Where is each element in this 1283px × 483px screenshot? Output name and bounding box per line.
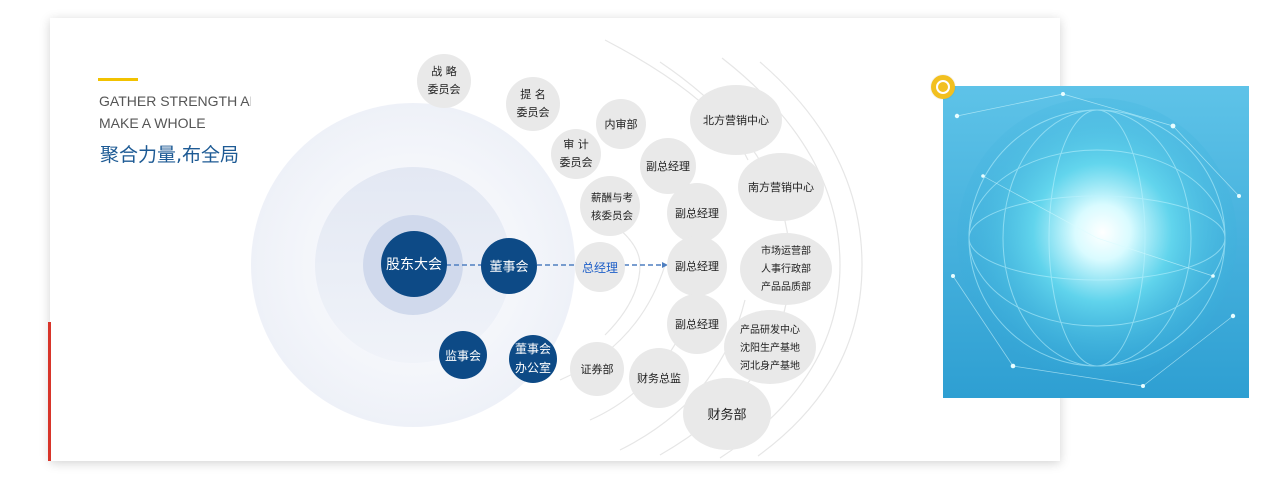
label-board-office-2: 办公室 — [515, 360, 551, 375]
network-line — [1172, 125, 1240, 197]
node-vgm-3 — [667, 236, 727, 296]
node-vgm-2 — [667, 183, 727, 243]
node-nomination — [506, 77, 560, 131]
label-vgm-3: 副总经理 — [675, 259, 719, 273]
label-board-office-1: 董事会 — [515, 342, 551, 356]
label-nomination-2: 委员会 — [517, 106, 550, 119]
arc-3 — [757, 61, 863, 457]
node-securities — [570, 342, 624, 396]
label-internal-audit: 内审部 — [605, 117, 638, 131]
node-board-office — [509, 335, 557, 383]
label-gm: 总经理 — [582, 261, 618, 275]
node-cfo — [629, 348, 689, 408]
label-securities: 证券部 — [581, 362, 614, 376]
network-dots — [951, 92, 1241, 388]
label-supervisors: 监事会 — [445, 349, 481, 363]
network-globe-image — [943, 86, 1249, 398]
english-heading-line2: MAKE A WHOLE — [99, 115, 206, 131]
label-dept4-2: 沈阳生产基地 — [740, 341, 800, 354]
chinese-heading: 聚合力量,布全局 — [100, 144, 240, 166]
node-north — [690, 85, 782, 155]
network-dot — [1230, 313, 1236, 319]
label-salary-2: 核委员会 — [591, 209, 633, 222]
node-gm — [575, 242, 625, 292]
network-dot — [1141, 384, 1145, 388]
network-lines — [952, 93, 1240, 387]
grey-labels: 战 略 委员会 提 名 委员会 审 计 委员会 薪酬与考 核委员会 内审部 证券… — [428, 64, 815, 423]
node-salary — [580, 176, 640, 236]
network-line — [1012, 365, 1144, 387]
network-dot — [1061, 92, 1065, 96]
english-heading: GATHER STRENGTH AND MAKE A WHOLE — [99, 90, 251, 134]
node-finance — [683, 378, 771, 450]
globe-latitude-2 — [968, 149, 1226, 327]
label-dept4-1: 产品研发中心 — [740, 323, 800, 336]
network-dot — [954, 113, 960, 119]
node-supervisors — [439, 331, 487, 379]
label-vgm-1: 副总经理 — [646, 159, 690, 173]
node-audit — [551, 129, 601, 179]
network-line — [956, 93, 1064, 117]
node-shareholders — [381, 231, 447, 297]
node-vgm-1 — [640, 138, 696, 194]
network-line — [1062, 93, 1174, 127]
label-vgm-2: 副总经理 — [675, 206, 719, 220]
label-vgm-4: 副总经理 — [675, 317, 719, 331]
label-finance: 财务部 — [707, 407, 746, 423]
label-audit-2: 委员会 — [560, 156, 593, 169]
label-dept3-3: 产品品质部 — [761, 280, 811, 293]
label-cfo: 财务总监 — [637, 371, 681, 385]
grey-nodes — [417, 54, 832, 450]
network-dot — [951, 274, 955, 278]
node-vgm-4 — [667, 294, 727, 354]
network-line — [1142, 315, 1234, 387]
network-dot — [1010, 363, 1016, 369]
label-north: 北方营销中心 — [703, 113, 769, 127]
node-board — [481, 238, 537, 294]
node-strategy — [417, 54, 471, 108]
arc-2 — [719, 57, 841, 459]
network-dot — [1237, 194, 1241, 198]
label-dept3-2: 人事行政部 — [761, 262, 811, 275]
globe-longitude-2 — [1002, 109, 1192, 367]
red-accent-bar — [48, 322, 51, 461]
node-internal-audit — [596, 99, 646, 149]
label-salary-1: 薪酬与考 — [591, 192, 633, 204]
label-shareholders: 股东大会 — [386, 257, 442, 273]
connector-arrowhead — [662, 262, 668, 268]
network-dot — [981, 174, 985, 178]
heading-accent-line — [98, 78, 138, 81]
english-heading-line1: GATHER STRENGTH AND — [99, 93, 251, 109]
navy-labels: 股东大会 董事会 监事会 董事会 办公室 — [386, 257, 551, 375]
network-line — [952, 275, 1014, 367]
yellow-ring-badge — [931, 75, 955, 99]
network-dot — [1170, 123, 1176, 129]
label-strategy-1: 战 略 — [431, 64, 457, 78]
label-south: 南方营销中心 — [748, 180, 814, 194]
globe-grid — [968, 109, 1226, 367]
node-dept4 — [724, 310, 816, 384]
network-line — [982, 175, 1098, 239]
navy-nodes — [381, 231, 557, 383]
network-dot — [1211, 274, 1215, 278]
globe-illustration — [943, 86, 1249, 398]
label-dept3-1: 市场运营部 — [761, 244, 811, 257]
network-line — [1096, 237, 1214, 277]
label-board: 董事会 — [489, 260, 528, 275]
node-south — [738, 153, 824, 221]
label-strategy-2: 委员会 — [428, 83, 461, 96]
node-dept3 — [740, 233, 832, 305]
label-nomination-1: 提 名 — [520, 87, 546, 101]
label-dept4-3: 河北身产基地 — [740, 359, 800, 372]
label-audit-1: 审 计 — [563, 137, 589, 151]
